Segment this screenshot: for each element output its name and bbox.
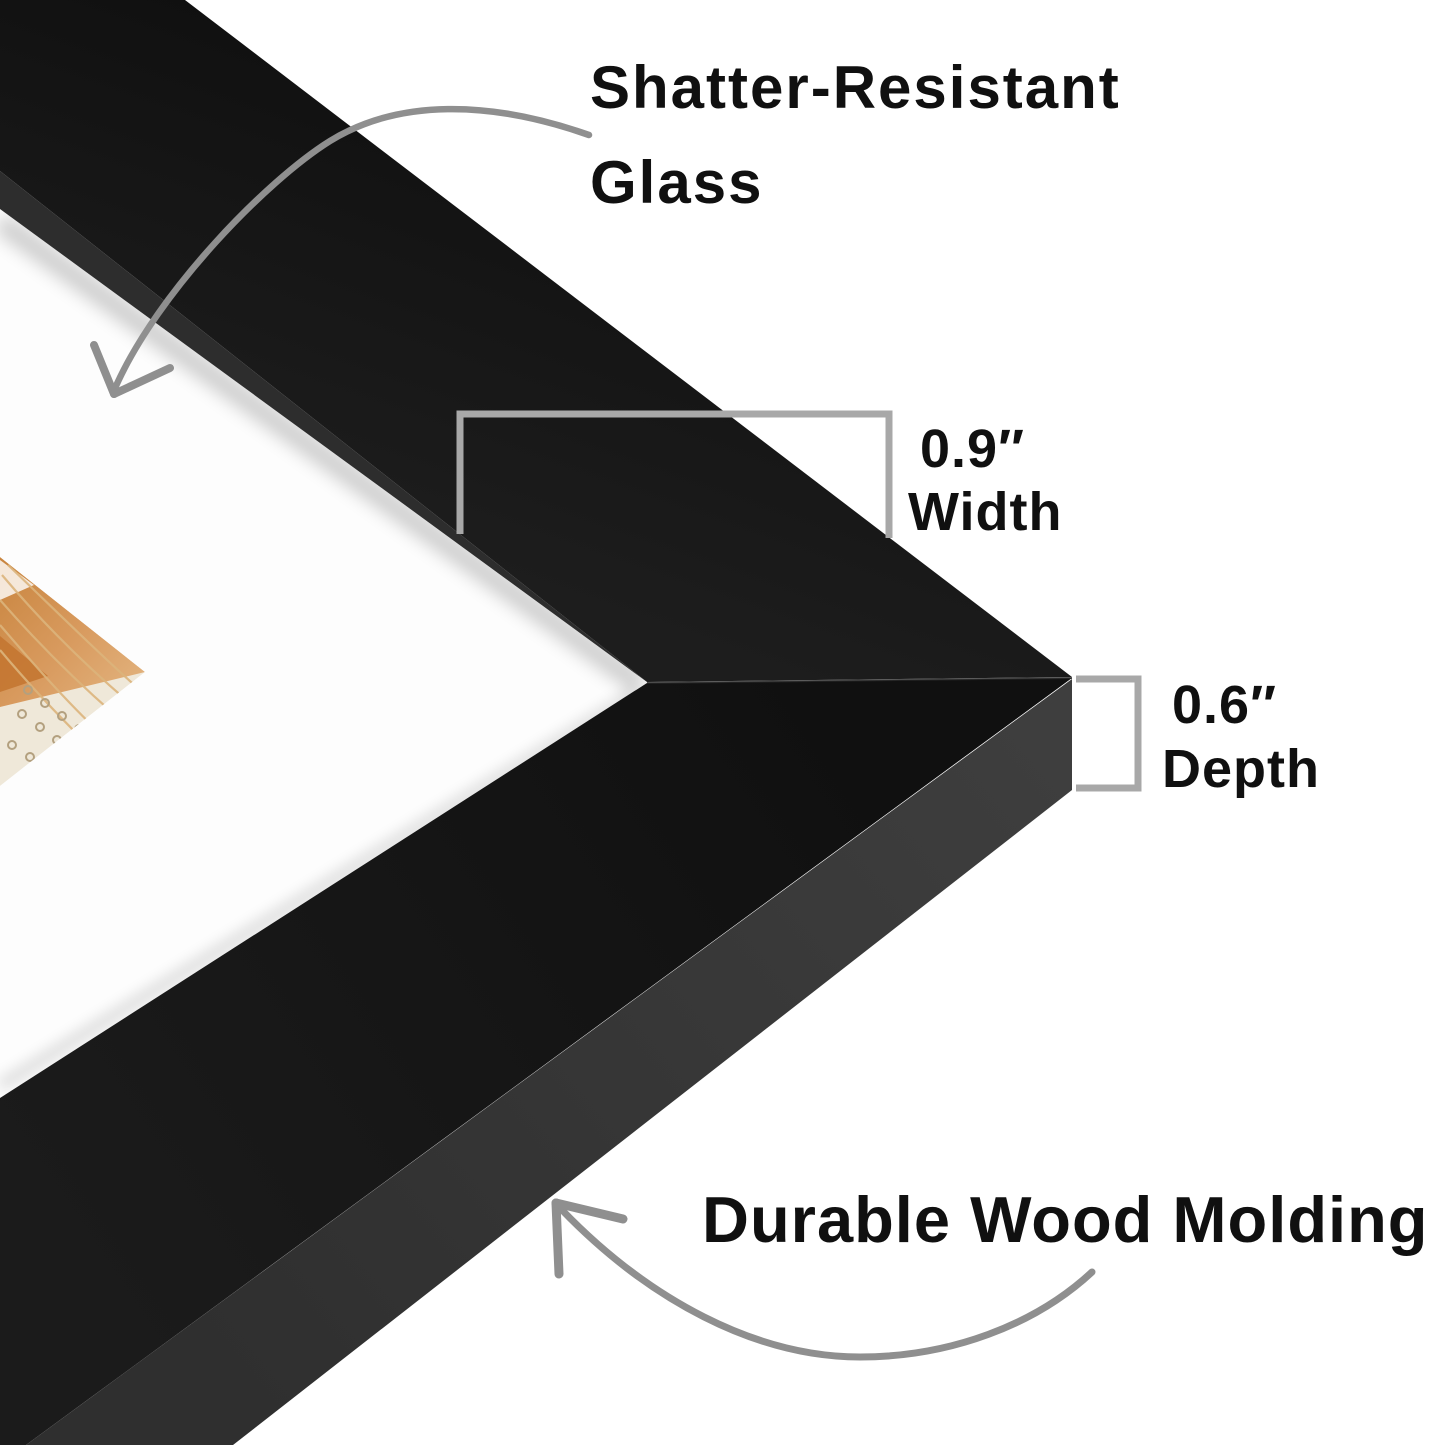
width-value: 0.9″ xyxy=(920,419,1025,479)
glass-label-line1: Shatter-Resistant xyxy=(590,54,1121,121)
photo-glass-glare xyxy=(0,560,34,600)
frame-side-depth-face xyxy=(26,679,1072,1445)
depth-bracket-icon xyxy=(1076,675,1142,792)
frame-bottom-molding-face xyxy=(0,678,1072,1445)
depth-label: Depth xyxy=(1162,739,1320,799)
width-bracket-icon xyxy=(456,410,893,538)
miter-seam xyxy=(646,677,1073,684)
mat-shadow-top xyxy=(0,213,648,695)
glass-label-line2: Glass xyxy=(590,149,763,216)
frame-top-molding-face xyxy=(0,0,1072,682)
mat-board xyxy=(0,209,647,1098)
photo-skin-patch xyxy=(0,636,48,692)
frame-top-molding-inner-lip xyxy=(0,171,647,682)
molding-arrow-icon xyxy=(551,1198,1096,1361)
glass-arrow-icon xyxy=(90,105,593,398)
molding-label: Durable Wood Molding xyxy=(702,1183,1429,1256)
depth-value: 0.6″ xyxy=(1172,675,1277,735)
width-label: Width xyxy=(908,482,1062,542)
